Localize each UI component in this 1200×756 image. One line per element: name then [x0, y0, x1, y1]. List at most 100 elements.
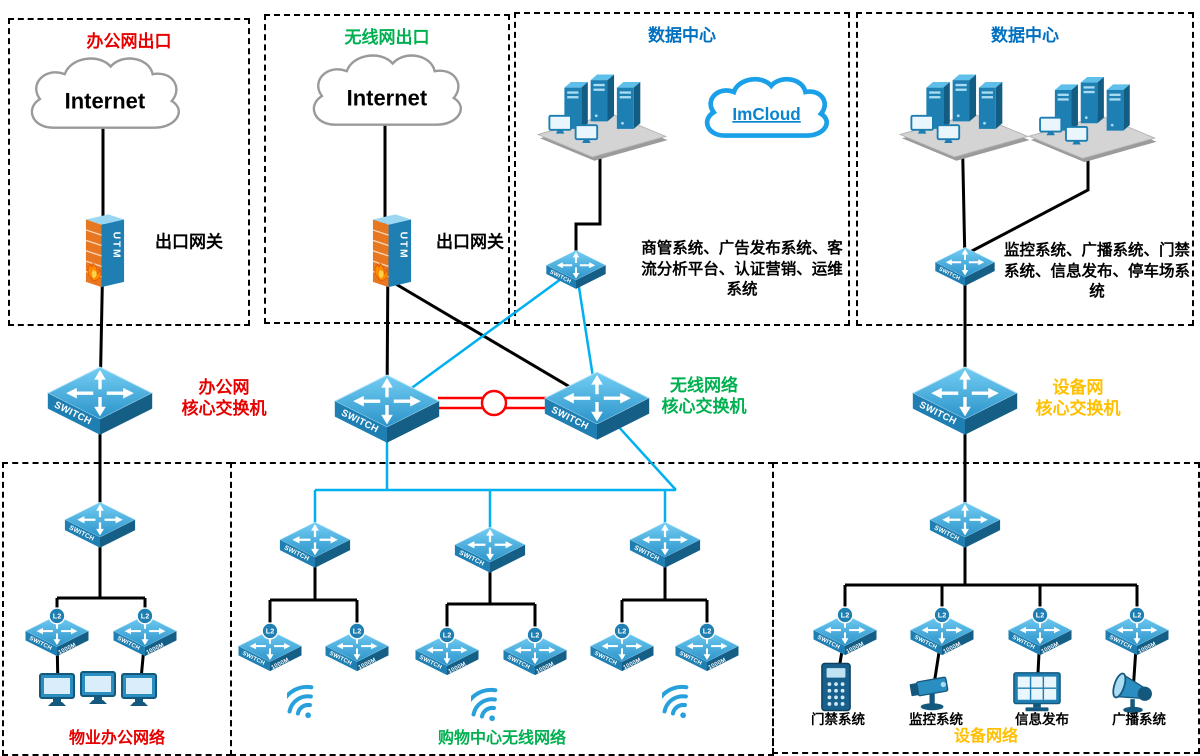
- zone-office-exit-title: 办公网出口: [86, 32, 172, 51]
- camera-icon: [908, 676, 949, 711]
- l2-badge: L2: [1133, 610, 1142, 619]
- l2-badge: L2: [353, 626, 362, 635]
- firewall-icon: UTM: [366, 207, 418, 290]
- wireless-core-label: 无线网络 核心交换机: [662, 375, 747, 418]
- wifi-ap-3: [662, 675, 714, 724]
- switch-icon: SWITCH: [63, 501, 137, 549]
- switch-icon: SWITCH: [278, 521, 352, 569]
- label-line: 无线网络: [670, 375, 738, 395]
- office-core-switch: SWITCH: [42, 352, 158, 445]
- l2-switch-icon: L2 SWITCH 1000M: [587, 621, 657, 677]
- server-group-dc2-left: [887, 60, 1037, 165]
- device-core-switch: SWITCH: [907, 352, 1023, 445]
- wireless-core-switch-2: SWITCH: [539, 357, 655, 450]
- mall-l2-switch-3: L2 SWITCH 1000M: [412, 625, 482, 681]
- access-control-device: [820, 662, 852, 713]
- datacenter-1-systems-note: 商管系统、广告发布系统、客流分析平台、认证营销、运维系统: [641, 240, 843, 299]
- switch-icon: SWITCH: [928, 501, 1002, 549]
- mall-l2-switch-6: L2 SWITCH 1000M: [672, 621, 742, 677]
- keypad-icon: [821, 662, 851, 712]
- wifi-icon: [287, 675, 339, 724]
- zone-datacenter-1-title: 数据中心: [648, 26, 716, 45]
- dc1-switch: SWITCH: [543, 242, 609, 295]
- workstation-3: [120, 672, 160, 710]
- device-l2-switch-4: L2 SWITCH 1000M: [1102, 605, 1172, 661]
- l2-switch-icon: L2 SWITCH 1000M: [412, 625, 482, 681]
- l2-badge: L2: [141, 611, 150, 620]
- l2-switch-icon: L2 SWITCH 1000M: [500, 625, 570, 681]
- switch-icon: SWITCH: [934, 246, 996, 287]
- l2-switch-icon: L2 SWITCH 1000M: [235, 621, 305, 677]
- mall-l2-switch-1: L2 SWITCH 1000M: [235, 621, 305, 677]
- l2-badge: L2: [53, 611, 62, 620]
- switch-icon: SWITCH: [543, 370, 651, 442]
- server-group-dc2-right: [1016, 62, 1164, 166]
- wireless-core-switch-1: SWITCH: [329, 360, 445, 453]
- wifi-icon: [471, 678, 523, 727]
- surveillance-caption: 监控系统: [909, 712, 963, 727]
- zone-datacenter-2: 数据中心: [856, 12, 1194, 326]
- device-l2-switch-1: L2 SWITCH 1000M: [810, 605, 880, 661]
- l2-badge: L2: [1036, 610, 1045, 619]
- device-core-label: 设备网 核心交换机: [1036, 377, 1121, 420]
- device-agg-switch: SWITCH: [926, 492, 1004, 554]
- datacenter-2-systems-note: 监控系统、广播系统、门禁系统、信息发布、停车场系统: [1003, 242, 1190, 301]
- mall-l2-switch-5: L2 SWITCH 1000M: [587, 621, 657, 677]
- property-l2-switch-1: L2 SWITCH 1000M: [22, 606, 92, 662]
- mall-l2-switch-4: L2 SWITCH 1000M: [500, 625, 570, 681]
- property-agg-switch: SWITCH: [61, 492, 139, 554]
- l2-switch-icon: L2 SWITCH 1000M: [322, 621, 392, 677]
- property-l2-switch-2: L2 SWITCH 1000M: [110, 606, 180, 662]
- label-line: 核心交换机: [1035, 399, 1121, 418]
- info-publish-caption: 信息发布: [1015, 712, 1069, 727]
- wifi-ap-2: [471, 678, 523, 727]
- monitor-icon: [80, 671, 116, 705]
- l2-badge: L2: [703, 626, 712, 635]
- zone-datacenter-1: 数据中心: [514, 12, 850, 326]
- dc2-switch: SWITCH: [932, 239, 998, 292]
- zone-datacenter-2-title: 数据中心: [991, 26, 1059, 45]
- workstation-1: [38, 672, 78, 710]
- server-group-dc1: [525, 60, 675, 165]
- wifi-ap-1: [287, 675, 339, 724]
- zone-property-office-label: 物业办公网络: [68, 730, 165, 747]
- device-l2-switch-2: L2 SWITCH 1000M: [907, 605, 977, 661]
- zone-mall-wireless-label: 购物中心无线网络: [437, 730, 566, 747]
- gateway-caption-office: 出口网关: [155, 232, 223, 252]
- l2-switch-icon: L2 SWITCH 1000M: [672, 621, 742, 677]
- label-line: 核心交换机: [181, 399, 267, 418]
- internet-label: Internet: [347, 86, 428, 111]
- l2-badge: L2: [618, 626, 627, 635]
- l2-badge: L2: [531, 630, 540, 639]
- broadcast-caption: 广播系统: [1112, 712, 1166, 727]
- firewall-icon: UTM: [79, 207, 131, 290]
- wifi-icon: [662, 675, 714, 724]
- internet-label: Internet: [65, 89, 146, 114]
- l2-badge: L2: [266, 626, 275, 635]
- server-group-icon: [525, 60, 675, 165]
- workstation-2: [79, 670, 119, 708]
- utm-label: UTM: [398, 232, 409, 260]
- utm-gateway-office: UTM: [79, 207, 131, 290]
- imcloud-label: ImCloud: [732, 105, 800, 124]
- utm-gateway-wireless: UTM: [366, 207, 418, 290]
- internet-cloud-office: Internet: [17, 47, 189, 152]
- switch-icon: SWITCH: [46, 365, 154, 437]
- l2-switch-icon: L2 SWITCH 1000M: [810, 605, 880, 661]
- surveillance-camera-device: [905, 669, 961, 713]
- l2-switch-icon: L2 SWITCH 1000M: [1102, 605, 1172, 661]
- l2-badge: L2: [443, 630, 452, 639]
- zone-device-network: 设备网络: [772, 462, 1200, 754]
- utm-label: UTM: [111, 232, 122, 260]
- l2-badge: L2: [938, 610, 947, 619]
- zone-device-network-label: 设备网络: [953, 728, 1018, 745]
- switch-icon: SWITCH: [911, 365, 1019, 437]
- label-line: 核心交换机: [661, 397, 747, 416]
- l2-switch-icon: L2 SWITCH 1000M: [907, 605, 977, 661]
- l2-switch-icon: L2 SWITCH 1000M: [1005, 605, 1075, 661]
- switch-icon: SWITCH: [628, 521, 702, 569]
- zone-office-exit: 办公网出口: [8, 18, 250, 326]
- zone-wireless-exit-title: 无线网出口: [344, 28, 430, 47]
- device-l2-switch-3: L2 SWITCH 1000M: [1005, 605, 1075, 661]
- switch-icon: SWITCH: [333, 373, 441, 445]
